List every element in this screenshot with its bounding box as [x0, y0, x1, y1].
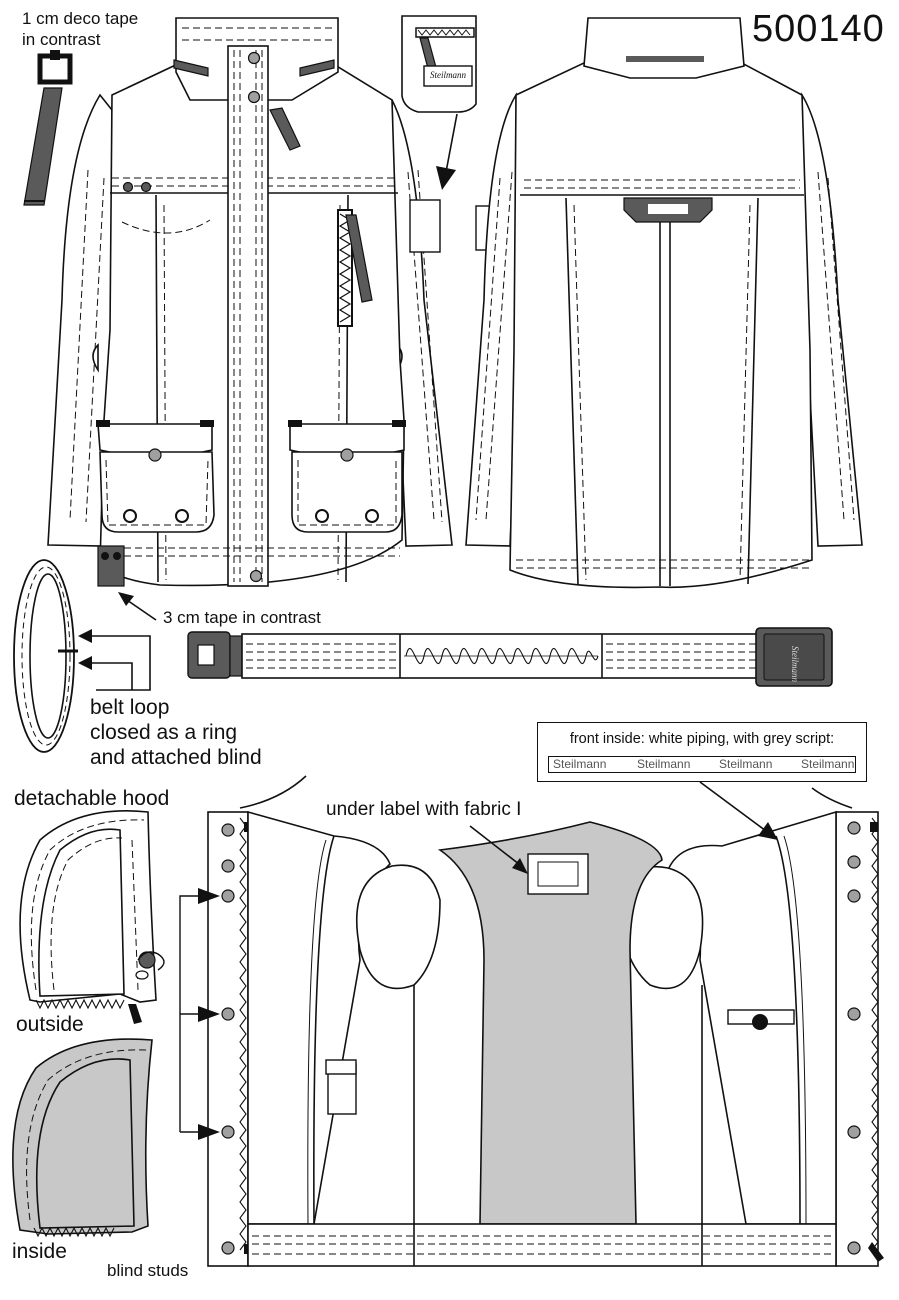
belt-loop-illustration: [13, 559, 157, 753]
sleeve-badge-detail: [401, 15, 503, 253]
blind-studs-label: blind studs: [107, 1261, 189, 1280]
model-number: 500140: [752, 8, 885, 50]
jacket-back-view: [465, 17, 863, 589]
jacket-inside-view: [179, 775, 884, 1267]
buckle-brand: Steilmann: [790, 646, 800, 682]
deco-tape-illustration: [23, 50, 73, 206]
belt-loop-label-line1: belt loop: [90, 696, 170, 719]
piping-script-word: Steilmann: [553, 757, 607, 771]
contrast-tape-label: 3 cm tape in contrast: [163, 608, 321, 627]
hood-inside-label: inside: [12, 1240, 67, 1263]
piping-script-box: front inside: white piping, with grey sc…: [537, 722, 867, 782]
hood-inside-illustration: [12, 1038, 153, 1238]
belt-loop-label-line2: closed as a ring: [90, 721, 238, 744]
piping-script-word: Steilmann: [719, 757, 773, 771]
under-label-label: under label with fabric I: [326, 799, 522, 820]
hood-outside-label: outside: [16, 1013, 84, 1036]
sleeve-badge-brand: Steilmann: [430, 70, 466, 80]
hood-outside-illustration: [19, 810, 165, 1024]
jacket-front-view: [47, 17, 453, 587]
deco-tape-label-line1: 1 cm deco tape: [22, 9, 139, 28]
piping-script-word: Steilmann: [637, 757, 691, 771]
piping-box-heading: front inside: white piping, with grey sc…: [569, 731, 835, 747]
piping-band: Steilmann Steilmann Steilmann Steilmann: [548, 756, 856, 773]
piping-script-word: Steilmann: [801, 757, 855, 771]
detachable-hood-label: detachable hood: [14, 787, 170, 810]
deco-tape-label-line2: in contrast: [22, 30, 101, 49]
belt-illustration: [187, 627, 833, 687]
belt-loop-label-line3: and attached blind: [90, 746, 262, 769]
